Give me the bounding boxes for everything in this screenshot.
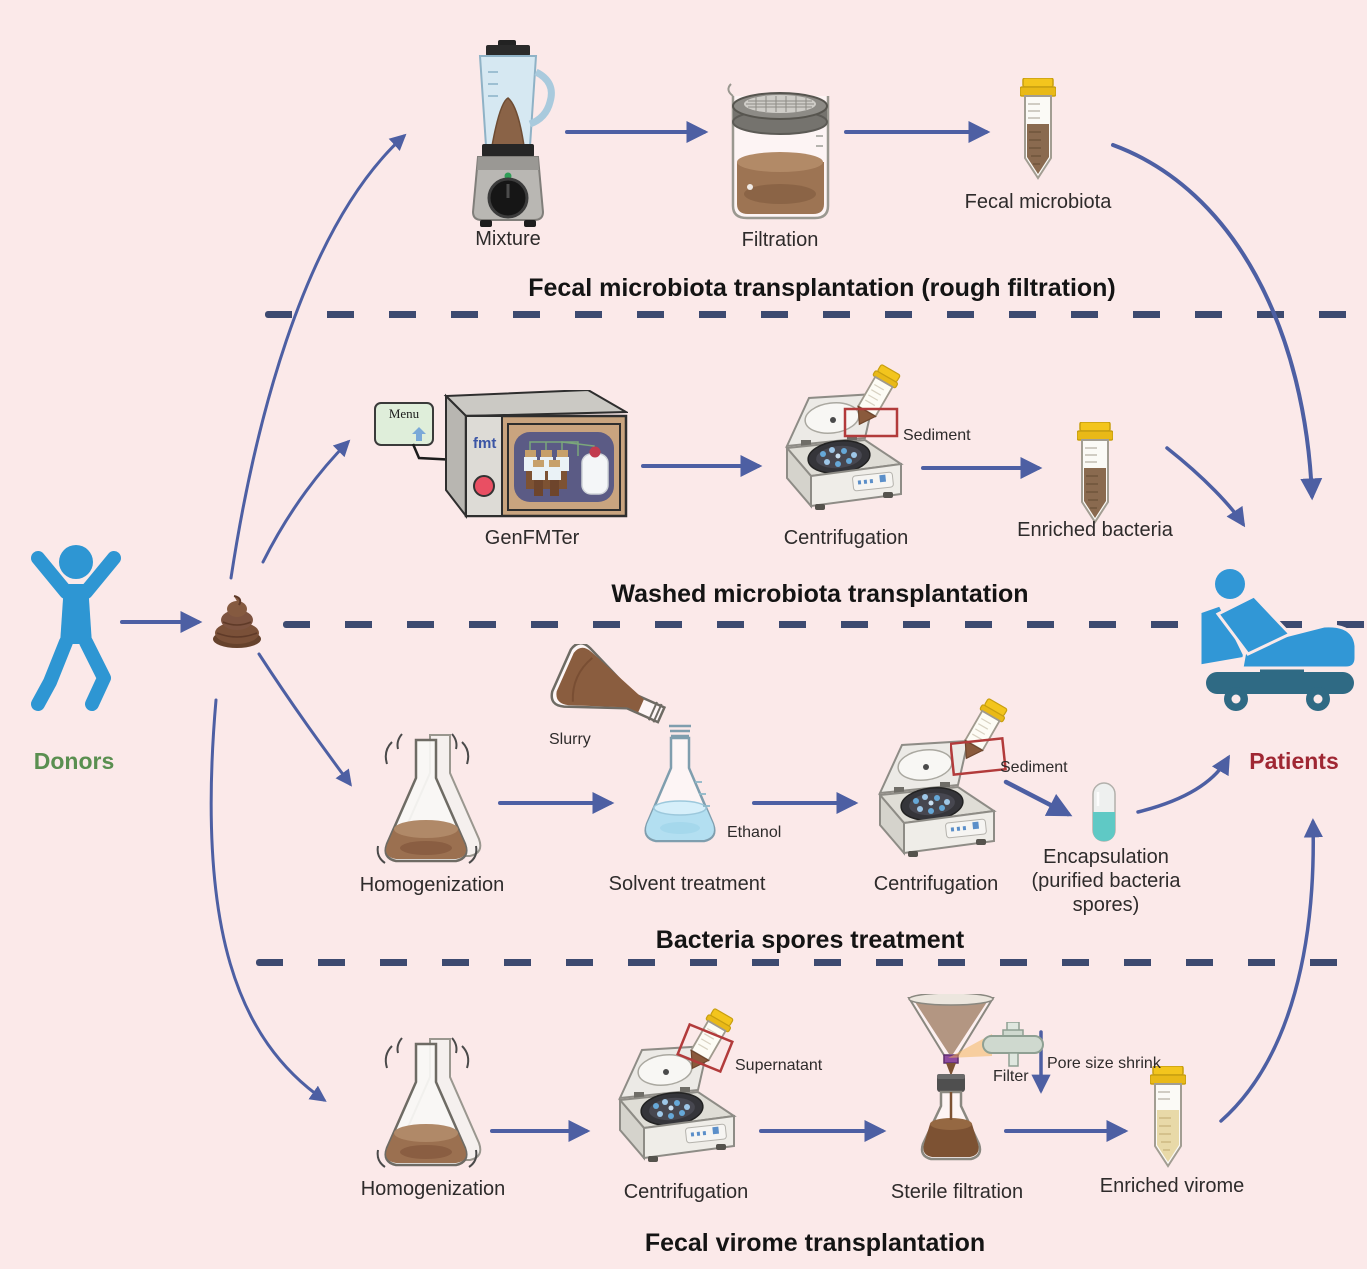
arrow-stool-to-row4 <box>209 698 327 1102</box>
step-label-fecal-microbiota: Fecal microbiota <box>964 191 1112 213</box>
patient-bed-icon <box>1198 569 1358 711</box>
step-label-encapsulation: Encapsulation (purified bacteria spores) <box>1031 846 1181 916</box>
step-label-enriched-bacteria: Enriched bacteria <box>1017 519 1173 541</box>
filter-glow <box>948 1034 992 1058</box>
sediment-tube-icon-row2 <box>843 362 904 438</box>
slurry-flask-icon <box>550 644 667 724</box>
arrow-virome-to-patients <box>1219 818 1324 1123</box>
step-label-centrifugation-row2: Centrifugation <box>783 527 909 549</box>
menu-up-arrow-icon <box>412 427 426 441</box>
patients-label: Patients <box>1249 748 1339 774</box>
step-label-centrifugation-row4: Centrifugation <box>623 1181 749 1203</box>
separator-line-3 <box>256 959 1367 966</box>
step-label-solvent-treatment: Solvent treatment <box>608 873 766 895</box>
enriched-virome-tube-icon <box>1150 1066 1186 1167</box>
syringe-filter-icon <box>982 1022 1044 1067</box>
step-label-genfmter: GenFMTer <box>484 527 580 549</box>
section-title-spores: Bacteria spores treatment <box>655 926 965 954</box>
capsule-icon <box>1092 782 1116 842</box>
arrow-bacteria-to-patients <box>1165 446 1246 528</box>
step-label-centrifugation-row3: Centrifugation <box>873 873 999 895</box>
menu-label: Menu <box>388 406 420 421</box>
annotation-ethanol: Ethanol <box>727 824 782 841</box>
step-label-homogenization-row4: Homogenization <box>360 1178 506 1200</box>
genfmter-machine-icon: fmt <box>443 390 628 519</box>
homogenization-flask-icon-row3 <box>376 732 482 865</box>
sterile-filtration-icon <box>907 994 995 1161</box>
annotation-sediment-row3: Sediment <box>1000 759 1068 776</box>
step-label-mixture: Mixture <box>475 228 541 250</box>
step-label-homogenization-row3: Homogenization <box>359 874 505 896</box>
arrow-capsule-to-patients <box>1136 754 1230 814</box>
section-title-rough-filtration: Fecal microbiota transplantation (rough … <box>528 274 1116 302</box>
sediment-tube-icon-row3 <box>950 696 1011 777</box>
enriched-bacteria-tube-icon <box>1077 422 1113 523</box>
arrow-fecal-microbiota-to-patients <box>1111 143 1323 501</box>
separator-line-2 <box>283 621 1367 628</box>
step-label-sterile-filtration: Sterile filtration <box>890 1181 1024 1203</box>
supernatant-tube-icon <box>676 1006 737 1076</box>
annotation-slurry: Slurry <box>549 731 591 748</box>
genfmter-logo: fmt <box>473 435 496 452</box>
step-label-filtration: Filtration <box>741 229 819 251</box>
menu-connector-line <box>411 443 458 462</box>
section-title-washed: Washed microbiota transplantation <box>611 580 1029 608</box>
arrow-stool-to-row1 <box>229 133 407 580</box>
separator-line-1 <box>265 311 1367 318</box>
arrow-stool-to-row3 <box>257 652 352 787</box>
donor-person-icon <box>31 545 121 711</box>
annotation-supernatant: Supernatant <box>735 1057 823 1074</box>
annotation-sediment-row2: Sediment <box>903 427 971 444</box>
annotation-filter: Filter <box>993 1068 1029 1085</box>
genfmter-menu-screen: Menu <box>374 402 434 446</box>
stool-sample-icon <box>213 595 261 648</box>
step-label-enriched-virome: Enriched virome <box>1099 1175 1245 1197</box>
fecal-microbiota-tube-icon <box>1020 78 1056 179</box>
arrow-stool-to-row2 <box>261 439 351 564</box>
blender-icon <box>471 40 555 227</box>
filtration-beaker-icon <box>727 83 830 220</box>
section-title-virome: Fecal virome transplantation <box>644 1229 986 1257</box>
donors-label: Donors <box>33 748 115 774</box>
homogenization-flask-icon-row4 <box>376 1036 482 1169</box>
annotation-pore-size-shrink: Pore size shrink <box>1047 1055 1161 1072</box>
solvent-flask-icon <box>644 724 716 843</box>
